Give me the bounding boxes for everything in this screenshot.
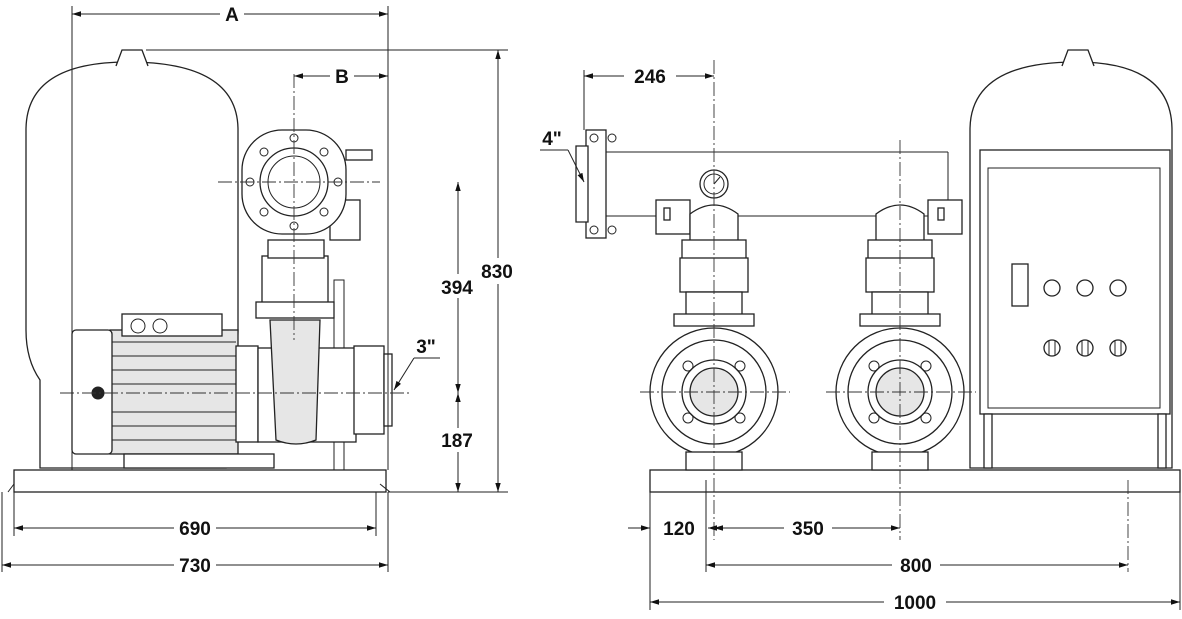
panel-switch-2 [1076,339,1094,357]
front-base-frame [649,469,1181,493]
manifold-flange [585,129,607,239]
panel-lamp-1 [1043,279,1061,297]
manifold-size-label: 4" [542,129,562,150]
dim-b-label: B [335,67,349,88]
tank-top-cap [115,49,149,67]
motor-body [109,329,239,455]
motor-flange [235,345,259,443]
base-frame [13,469,387,493]
pump-unit-2 [835,199,965,471]
inlet-flange [353,345,385,435]
dim-1000-label: 1000 [894,593,936,614]
dim-800-label: 800 [900,556,932,577]
dim-246-label: 246 [634,67,666,88]
inlet-size-label: 3" [416,337,436,358]
panel-switch-3 [1109,339,1127,357]
panel-lamp-2 [1076,279,1094,297]
side-view: A B 830 394 187 3" 690 730 [1,5,513,577]
panel-switch-1 [1043,339,1061,357]
panel-display [1011,263,1029,307]
motor-fins [112,341,236,441]
pump-volute [269,319,321,445]
motor-feet [123,453,275,469]
dim-350-label: 350 [792,519,824,540]
panel-lamp-3 [1109,279,1127,297]
dim-730-label: 730 [179,556,211,577]
check-valve [261,255,329,305]
dim-a-label: A [225,5,239,26]
dim-690-label: 690 [179,519,211,540]
dim-830-label: 830 [481,262,513,283]
control-panel [979,149,1171,415]
dim-187-label: 187 [441,431,473,452]
terminal-box [121,313,223,337]
dim-120-label: 120 [663,519,695,540]
dim-394-label: 394 [441,278,473,299]
front-view: 246 4" 120 350 800 1000 [540,49,1181,614]
